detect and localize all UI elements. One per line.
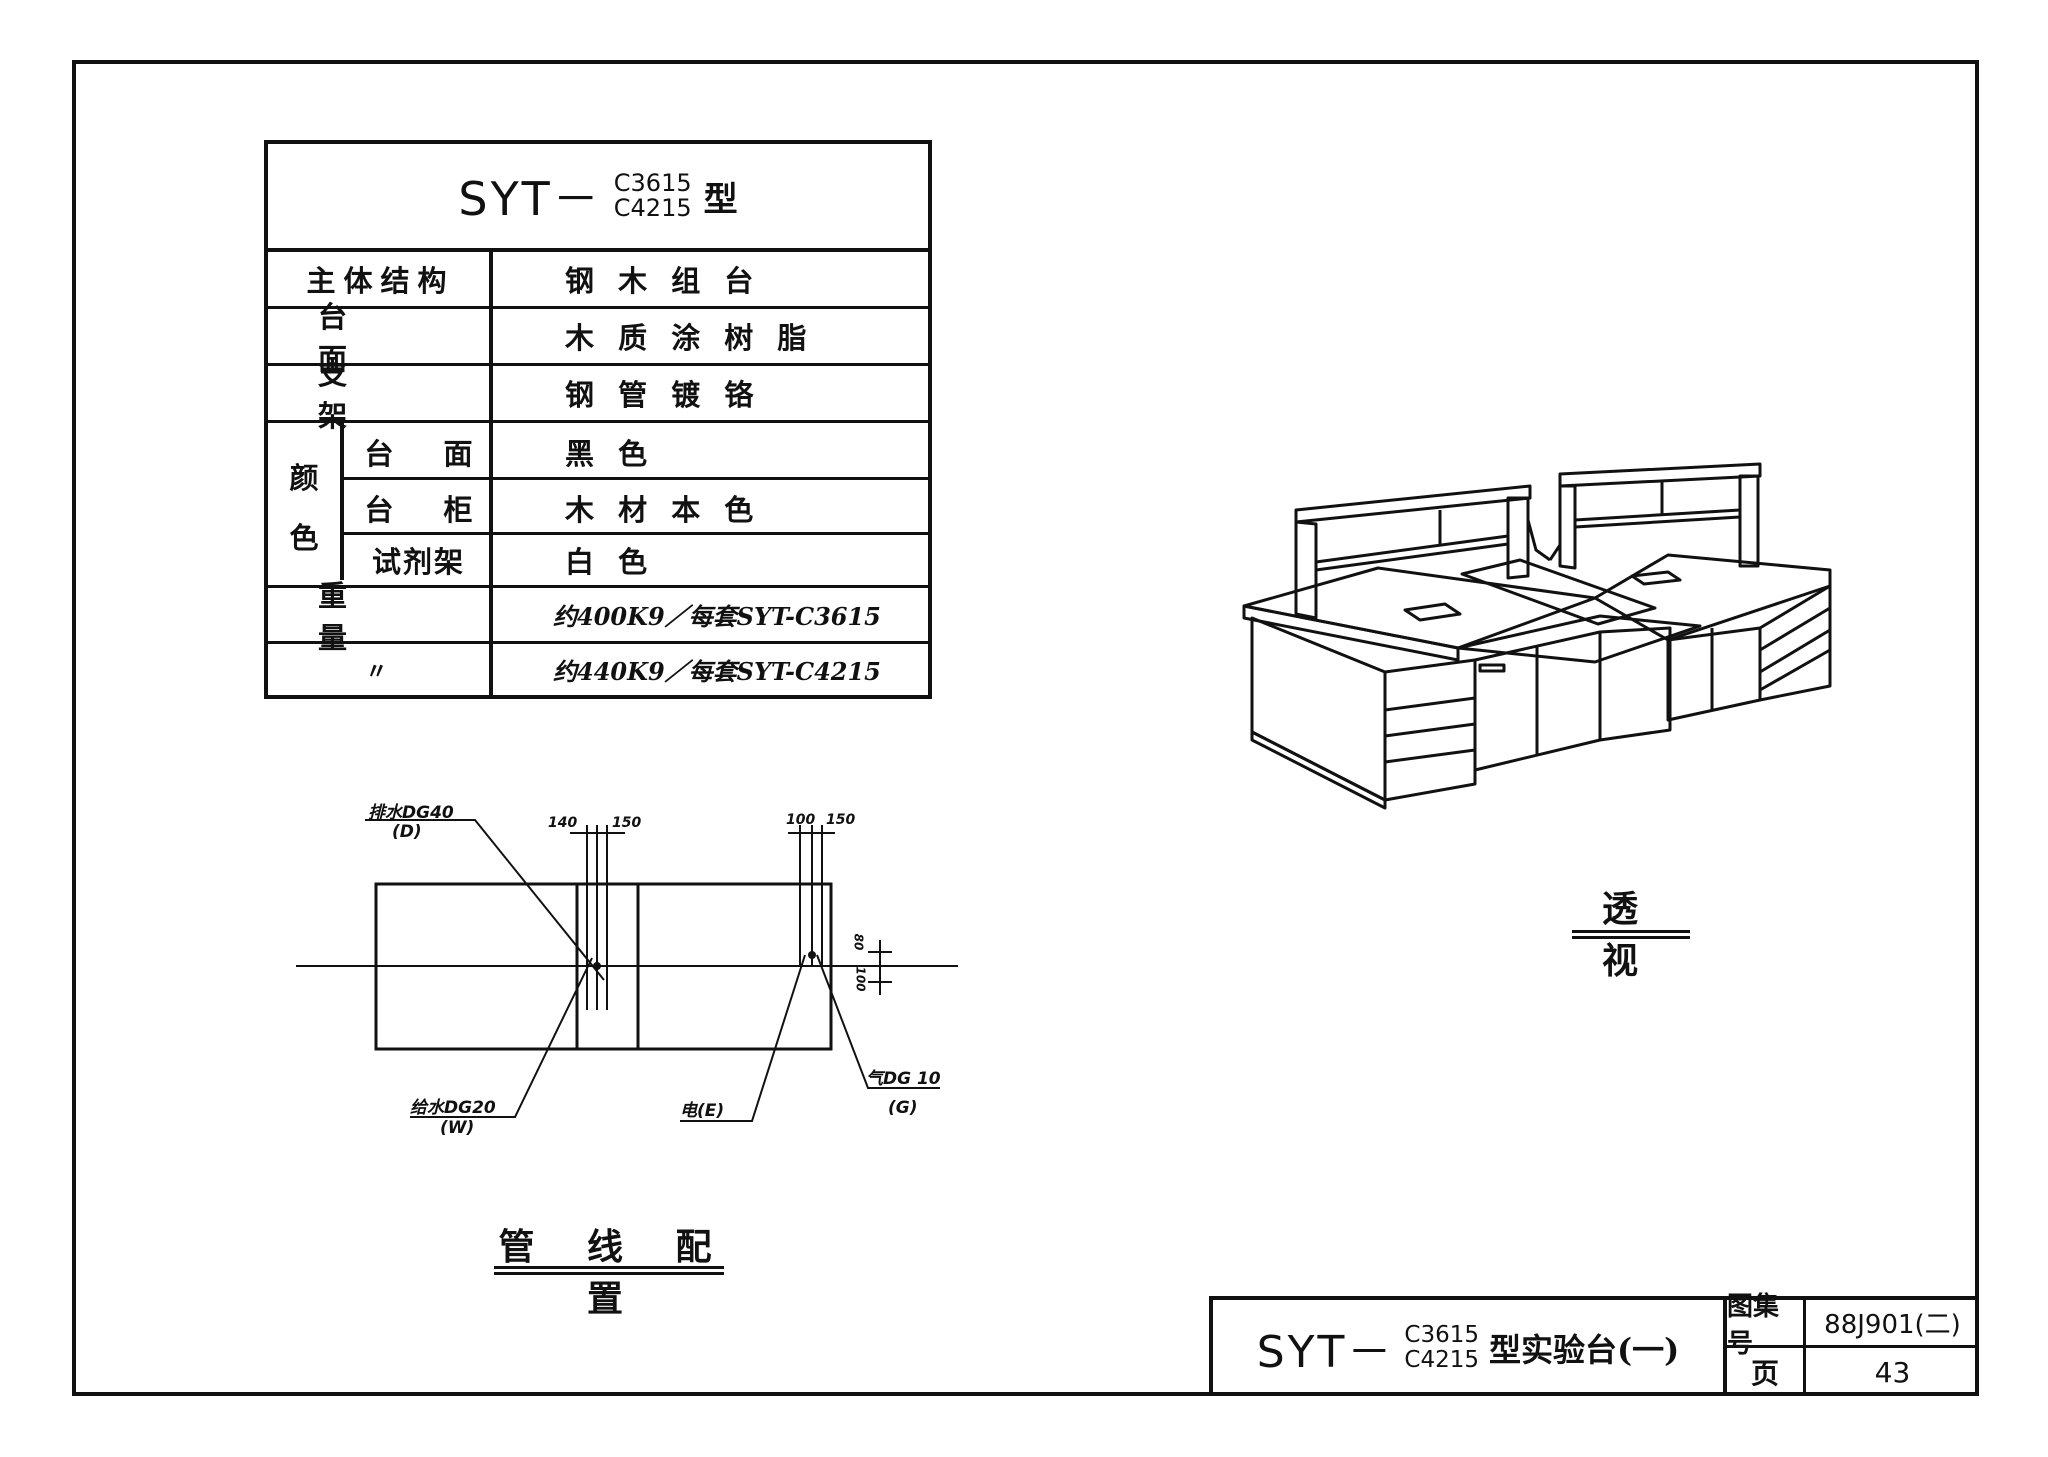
atlas-label: 图集号	[1723, 1292, 1803, 1359]
drawer-line	[1759, 648, 1831, 692]
spec-group-label-color: 颜 色	[268, 423, 340, 588]
drain-label: 排水DG40	[368, 803, 454, 823]
right-shelf-top	[1558, 462, 1762, 488]
spec-group-char: 色	[289, 520, 319, 555]
spec-row-label: 主体结构	[306, 264, 455, 298]
spec-table-title: SYT－ C3615 C4215 型	[268, 144, 928, 252]
drawer-line	[1759, 606, 1831, 652]
page-label: 页	[1723, 1348, 1803, 1396]
spec-row-value: 木 质 涂 树 脂	[565, 321, 814, 355]
perspective-caption: 透 视	[1601, 888, 1668, 982]
left-shelf-top	[1294, 484, 1532, 524]
spec-group-divider	[340, 423, 344, 580]
drawer-line	[1759, 628, 1831, 674]
left-shelf-post	[1506, 496, 1530, 580]
dim-label: 100	[786, 812, 816, 828]
atlas-value: 88J901(二)	[1803, 1300, 1979, 1348]
spec-title-main: SYT－	[458, 172, 602, 226]
spec-row: 台 面 黑 色	[268, 423, 928, 480]
right-shelf-board	[1574, 515, 1741, 529]
left-bench-edge	[1242, 604, 1460, 662]
dim-label: 150	[826, 812, 856, 828]
right-bench-front	[1666, 626, 1762, 722]
spec-table: SYT－ C3615 C4215 型 颜 色 主体结构 钢 木 组 台 台 面 …	[264, 140, 932, 699]
top-insert	[1403, 602, 1462, 622]
spec-row-rule	[342, 477, 928, 480]
tb-title-suffix: 型实验台(一)	[1488, 1331, 1680, 1369]
water-code: (W)	[440, 1118, 475, 1138]
caption-underline	[1572, 930, 1690, 933]
spec-row-value: 钢 管 镀 铬	[565, 378, 761, 412]
mid-top	[1456, 614, 1702, 664]
drawer-line	[1384, 748, 1476, 764]
electric-leader	[680, 954, 806, 1122]
spec-row-value: 约400K9／每套SYT-C3615	[553, 602, 881, 631]
spec-row-value: 白 色	[565, 545, 655, 579]
sink	[1460, 558, 1657, 626]
gas-label: 气DG 10	[866, 1069, 941, 1089]
spec-row-label: 台 柜	[364, 492, 493, 527]
top-insert	[1630, 570, 1682, 586]
right-shelf-post	[1738, 474, 1760, 568]
spec-row-value: 钢 木 组 台	[565, 264, 761, 298]
drawer-line	[1384, 696, 1476, 712]
tb-title-models: C3615 C4215	[1404, 1323, 1479, 1373]
spec-row-label: 〃	[365, 658, 396, 685]
pipeline-caption: 管 线 配 置	[498, 1226, 732, 1320]
spec-title-model-top: C3615	[613, 169, 692, 197]
spec-row-value: 约440K9／每套SYT-C4215	[553, 657, 881, 686]
spec-row: 试剂架 白 色	[268, 535, 928, 588]
outlet-point	[593, 962, 601, 970]
drawer-line	[1384, 722, 1476, 738]
faucet	[1526, 519, 1562, 562]
tb-model-top: C3615	[1404, 1322, 1479, 1348]
spec-row-value: 黑 色	[565, 436, 655, 471]
gas-leader	[816, 954, 940, 1089]
electric-label: 电(E)	[680, 1101, 725, 1121]
drain-code: (D)	[392, 822, 422, 842]
left-shelf-board	[1315, 534, 1509, 564]
caption-underline	[1572, 936, 1690, 939]
spec-row: 〃 约440K9／每套SYT-C4215	[268, 644, 928, 695]
caption-underline	[494, 1266, 724, 1269]
plinth	[1250, 730, 1387, 810]
page-value: 43	[1803, 1348, 1979, 1396]
title-block-title: SYT－ C3615 C4215 型实验台(一)	[1213, 1300, 1723, 1396]
title-block: SYT－ C3615 C4215 型实验台(一) 图集号 88J901(二) 页…	[1209, 1292, 1979, 1396]
dim-label: 140	[548, 815, 578, 831]
spec-row-label: 台 面	[364, 436, 493, 471]
sink-cabinet	[1598, 626, 1672, 742]
gas-code: (G)	[888, 1098, 918, 1118]
tb-title-main: SYT－	[1256, 1327, 1395, 1378]
spec-row-value: 木 材 本 色	[565, 492, 761, 527]
outlet-point	[808, 951, 816, 959]
handle	[1478, 663, 1506, 673]
spec-title-models: C3615 C4215	[614, 171, 692, 221]
spec-row: 主体结构 钢 木 组 台	[268, 252, 928, 309]
spec-row-label: 试剂架	[371, 545, 465, 579]
drain-leader	[365, 819, 605, 981]
right-bench-top	[1593, 553, 1832, 642]
dim-label: 150	[612, 815, 642, 831]
caption-underline	[494, 1272, 724, 1275]
right-shelf-post	[1558, 484, 1577, 570]
right-bench-side	[1758, 584, 1832, 702]
spec-row-rule	[342, 532, 928, 535]
left-shelf-board	[1315, 542, 1509, 572]
tb-model-bottom: C4215	[1404, 1347, 1479, 1373]
spec-title-suffix: 型	[703, 179, 738, 220]
spec-title-model-bottom: C4215	[613, 194, 692, 222]
water-label: 给水DG20	[410, 1098, 496, 1118]
left-shelf-post	[1294, 520, 1318, 620]
right-shelf-board	[1574, 508, 1741, 522]
spec-group-char: 颜	[289, 460, 319, 495]
drawing-frame	[72, 60, 1979, 1396]
water-leader	[410, 957, 593, 1118]
spec-column-divider	[489, 252, 493, 695]
left-bench-side	[1383, 658, 1477, 802]
spec-row: 台 柜 木 材 本 色	[268, 480, 928, 535]
